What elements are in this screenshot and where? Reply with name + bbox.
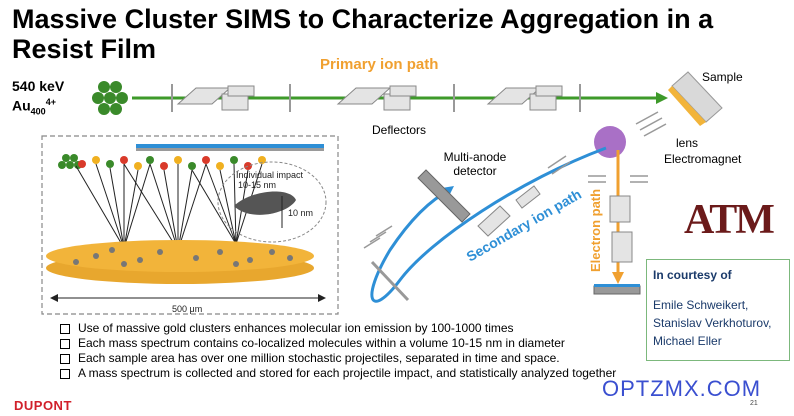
detector-label: Multi-anode detector — [440, 150, 510, 178]
bullet-item: Each mass spectrum contains co-localized… — [60, 336, 660, 351]
ion-energy-value: 540 keV — [12, 78, 65, 94]
impact-label: Individual impact — [236, 170, 304, 180]
crater-icon — [234, 191, 296, 215]
lens-icon — [635, 111, 667, 137]
electron-path-label: Electron path — [588, 189, 603, 272]
deflector-plates-icon — [176, 85, 563, 111]
particles-icon — [73, 247, 293, 267]
courtesy-name: Stanislav Verkhoturov, — [653, 316, 772, 330]
lens-label: lens — [676, 136, 699, 150]
ion-species: Au — [12, 97, 31, 114]
electromagnet-label: Electromagnet — [664, 152, 742, 166]
electromagnet-icon — [594, 126, 626, 158]
secondary-optics-icon — [477, 185, 541, 237]
scale-label: 500 μm — [172, 304, 202, 314]
electron-optics-icon — [609, 195, 633, 263]
watermark: OPTZMX.COM — [602, 376, 762, 401]
courtesy-heading: In courtesy of — [653, 268, 732, 282]
multi-anode-detector-icon — [417, 169, 471, 223]
bullet-text: Each mass spectrum contains co-localized… — [78, 336, 565, 350]
impact-zoom-circle — [217, 161, 327, 243]
ion-cluster-size: 400 — [30, 106, 46, 117]
secondary-ions-icon — [78, 156, 266, 170]
sample-label: Sample — [702, 70, 743, 84]
page-title: Massive Cluster SIMS to Characterize Agg… — [12, 4, 714, 64]
bullet-box-icon — [60, 354, 70, 364]
ion-energy-label: 540 keV Au4004+ — [12, 78, 64, 119]
electron-detector-icon — [593, 285, 641, 295]
dupont-logo: DUPONT — [14, 398, 72, 413]
bullet-text: Use of massive gold clusters enhances mo… — [78, 321, 514, 335]
impact-lines — [75, 163, 263, 251]
bullet-box-icon — [60, 369, 70, 379]
bullet-item: Use of massive gold clusters enhances mo… — [60, 321, 660, 336]
gold-cluster-icon — [92, 81, 128, 115]
ion-charge: 4+ — [45, 97, 56, 107]
bullet-text: Each sample area has over one million st… — [78, 351, 560, 365]
bullet-box-icon — [60, 339, 70, 349]
courtesy-box: In courtesy of Emile Schweikert, Stanisl… — [646, 259, 790, 361]
aperture-icon — [171, 84, 581, 112]
reflector-plate — [370, 260, 410, 302]
secondary-ion-path — [370, 146, 607, 303]
bullet-list: Use of massive gold clusters enhances mo… — [60, 321, 660, 381]
bullet-item: Each sample area has over one million st… — [60, 351, 660, 366]
page-number: 21 — [750, 400, 758, 407]
depth-label: 10 nm — [288, 208, 313, 218]
deflectors-label: Deflectors — [372, 123, 427, 137]
bullet-box-icon — [60, 324, 70, 334]
courtesy-name: Michael Eller — [653, 334, 722, 348]
sample-plate-icon — [668, 71, 723, 126]
primary-ion-path-label: Primary ion path — [320, 56, 439, 73]
detector-label-text: Multi-anode detector — [443, 150, 507, 178]
impact-size-label: 10-15 nm — [238, 180, 276, 190]
primary-beam-arrowhead — [656, 92, 668, 104]
bullet-item: A mass spectrum is collected and stored … — [60, 366, 660, 381]
tamu-logo: ATM — [684, 197, 775, 243]
courtesy-name: Emile Schweikert, — [653, 298, 749, 312]
bullet-text: A mass spectrum is collected and stored … — [78, 366, 617, 380]
